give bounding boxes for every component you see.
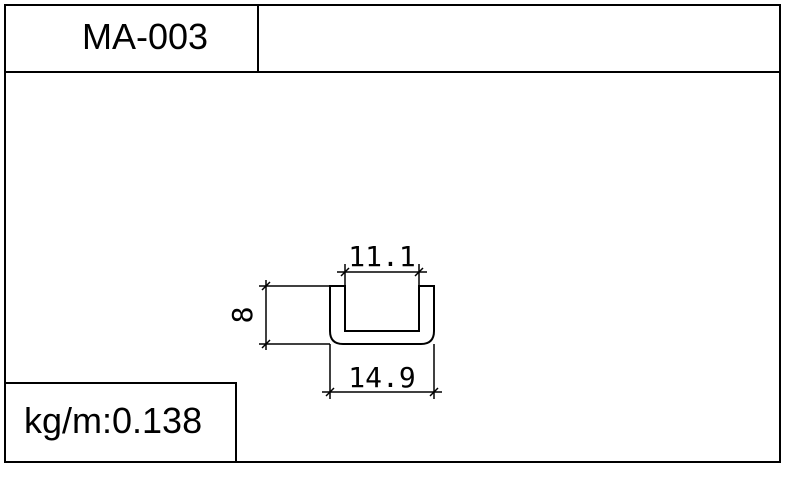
dim-height-label: 8: [226, 307, 259, 324]
dim-outer-width-label: 14.9: [348, 361, 415, 394]
dimension-inner-width: 11.1: [337, 240, 427, 286]
dim-inner-width-label: 11.1: [348, 240, 415, 273]
u-channel-profile: [329, 285, 435, 345]
dimension-height: 8: [226, 280, 330, 350]
outer-frame: [4, 4, 781, 463]
dimension-outer-width: 14.9: [322, 344, 442, 399]
part-code: MA-003: [82, 16, 209, 57]
weight-label: kg/m:0.138: [24, 400, 203, 441]
weight-box: [5, 382, 237, 462]
